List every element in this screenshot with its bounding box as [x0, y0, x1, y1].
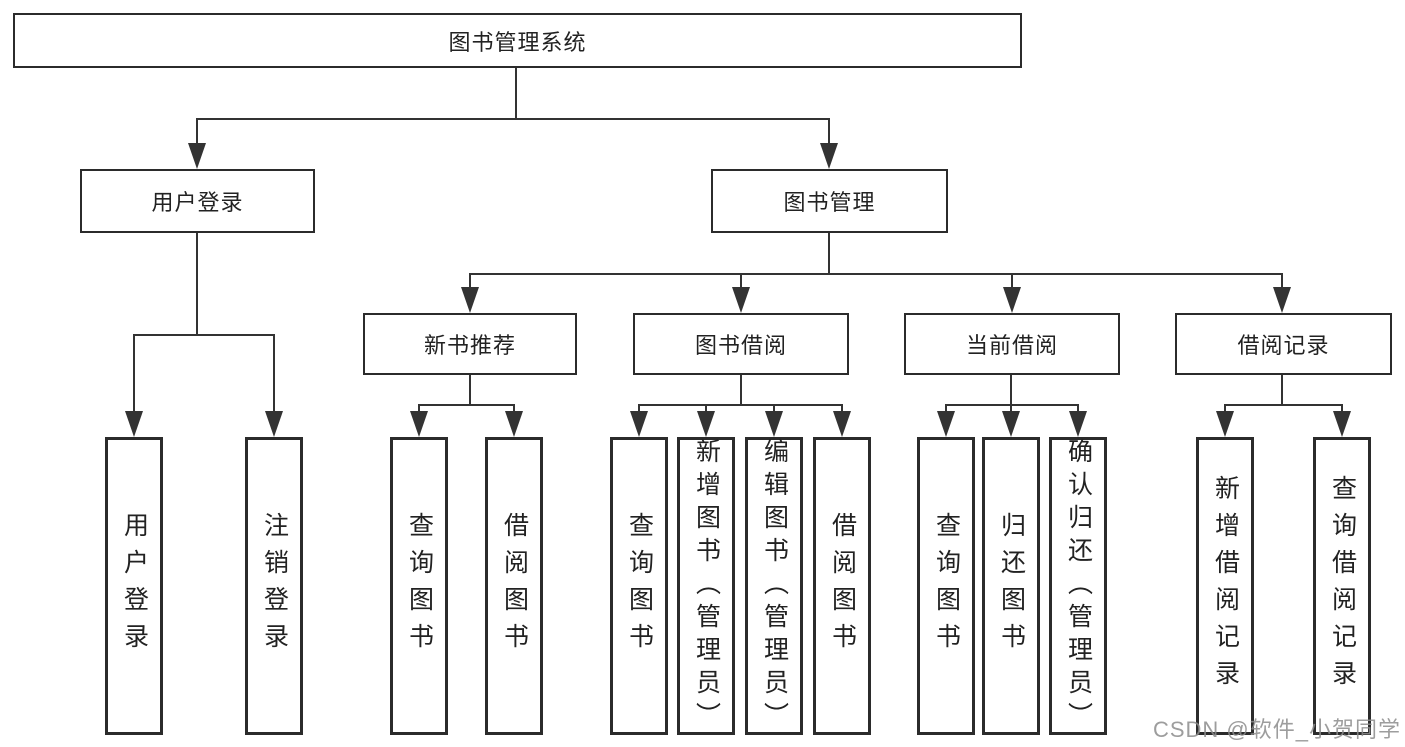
node-label: 用户登录 [151, 190, 244, 215]
leaf-borrow-books-2: 借阅图书 [813, 437, 871, 735]
arrow-down-icon [1003, 287, 1021, 313]
connector-line [638, 404, 843, 406]
connector-line [828, 118, 830, 145]
leaf-label: 编辑图书（管理员） [760, 437, 789, 735]
connector-line [133, 334, 275, 336]
arrow-down-icon [732, 287, 750, 313]
connector-line [196, 118, 830, 120]
node-new-book-recommend: 新书推荐 [363, 313, 577, 375]
node-current-borrow: 当前借阅 [904, 313, 1120, 375]
connector-line [1077, 404, 1079, 414]
arrow-down-icon [1002, 411, 1020, 437]
arrow-down-icon [630, 411, 648, 437]
node-book-borrow: 图书借阅 [633, 313, 849, 375]
connector-line [773, 404, 775, 414]
connector-line [469, 273, 1283, 275]
leaf-query-books-1: 查询图书 [390, 437, 448, 735]
leaf-label: 查询图书 [932, 512, 961, 660]
node-library-management-system: 图书管理系统 [13, 13, 1022, 68]
leaf-label: 确认归还（管理员） [1064, 437, 1093, 735]
connector-line [469, 375, 471, 406]
arrow-down-icon [820, 143, 838, 169]
leaf-return-books: 归还图书 [982, 437, 1040, 735]
leaf-label: 注销登录 [260, 512, 289, 660]
leaf-label: 归还图书 [997, 512, 1026, 660]
arrow-down-icon [1069, 411, 1087, 437]
connector-line [133, 334, 135, 413]
node-borrow-records: 借阅记录 [1175, 313, 1392, 375]
connector-line [705, 404, 707, 414]
leaf-label: 新增借阅记录 [1211, 475, 1240, 697]
arrow-down-icon [765, 411, 783, 437]
arrow-down-icon [1333, 411, 1351, 437]
leaf-query-books-3: 查询图书 [917, 437, 975, 735]
arrow-down-icon [410, 411, 428, 437]
connector-line [1281, 375, 1283, 406]
connector-line [273, 334, 275, 413]
connector-line [1010, 375, 1012, 406]
connector-line [1224, 404, 1226, 414]
leaf-confirm-return-admin: 确认归还（管理员） [1049, 437, 1107, 735]
connector-line [841, 404, 843, 414]
node-label: 图书管理系统 [448, 29, 587, 55]
arrow-down-icon [1273, 287, 1291, 313]
connector-line [638, 404, 640, 414]
leaf-add-books-admin: 新增图书（管理员） [677, 437, 735, 735]
connector-line [418, 404, 515, 406]
node-label: 新书推荐 [423, 333, 516, 358]
connector-line [1281, 273, 1283, 289]
leaf-logout: 注销登录 [245, 437, 303, 735]
leaf-label: 查询图书 [405, 512, 434, 660]
connector-line [945, 404, 1079, 406]
arrow-down-icon [833, 411, 851, 437]
leaf-edit-books-admin: 编辑图书（管理员） [745, 437, 803, 735]
connector-line [1011, 273, 1013, 289]
leaf-add-borrow-record: 新增借阅记录 [1196, 437, 1254, 735]
arrow-down-icon [188, 143, 206, 169]
connector-line [418, 404, 420, 414]
leaf-label: 查询借阅记录 [1328, 475, 1357, 697]
arrow-down-icon [265, 411, 283, 437]
connector-line [515, 68, 517, 119]
leaf-query-borrow-record: 查询借阅记录 [1313, 437, 1371, 735]
connector-line [196, 118, 198, 145]
connector-line [1010, 404, 1012, 414]
connector-line [1224, 404, 1343, 406]
arrow-down-icon [1216, 411, 1234, 437]
connector-line [1341, 404, 1343, 414]
connector-line [828, 233, 830, 275]
connector-line [469, 273, 471, 289]
leaf-label: 新增图书（管理员） [692, 437, 721, 735]
node-label: 当前借阅 [965, 333, 1058, 358]
connector-line [740, 375, 742, 406]
leaf-label: 借阅图书 [828, 512, 857, 660]
connector-line [196, 233, 198, 336]
leaf-borrow-books-1: 借阅图书 [485, 437, 543, 735]
connector-line [740, 273, 742, 289]
arrow-down-icon [461, 287, 479, 313]
node-label: 借阅记录 [1237, 333, 1330, 358]
leaf-label: 查询图书 [625, 512, 654, 660]
connector-line [513, 404, 515, 414]
leaf-label: 借阅图书 [500, 512, 529, 660]
arrow-down-icon [937, 411, 955, 437]
node-label: 图书借阅 [694, 333, 787, 358]
arrow-down-icon [697, 411, 715, 437]
arrow-down-icon [125, 411, 143, 437]
node-user-login: 用户登录 [80, 169, 315, 233]
leaf-user-login: 用户登录 [105, 437, 163, 735]
node-book-management: 图书管理 [711, 169, 948, 233]
node-label: 图书管理 [783, 190, 876, 215]
csdn-watermark: CSDN @软件_小贺同学 [1152, 717, 1401, 742]
leaf-query-books-2: 查询图书 [610, 437, 668, 735]
connector-line [945, 404, 947, 414]
arrow-down-icon [505, 411, 523, 437]
leaf-label: 用户登录 [120, 512, 149, 660]
